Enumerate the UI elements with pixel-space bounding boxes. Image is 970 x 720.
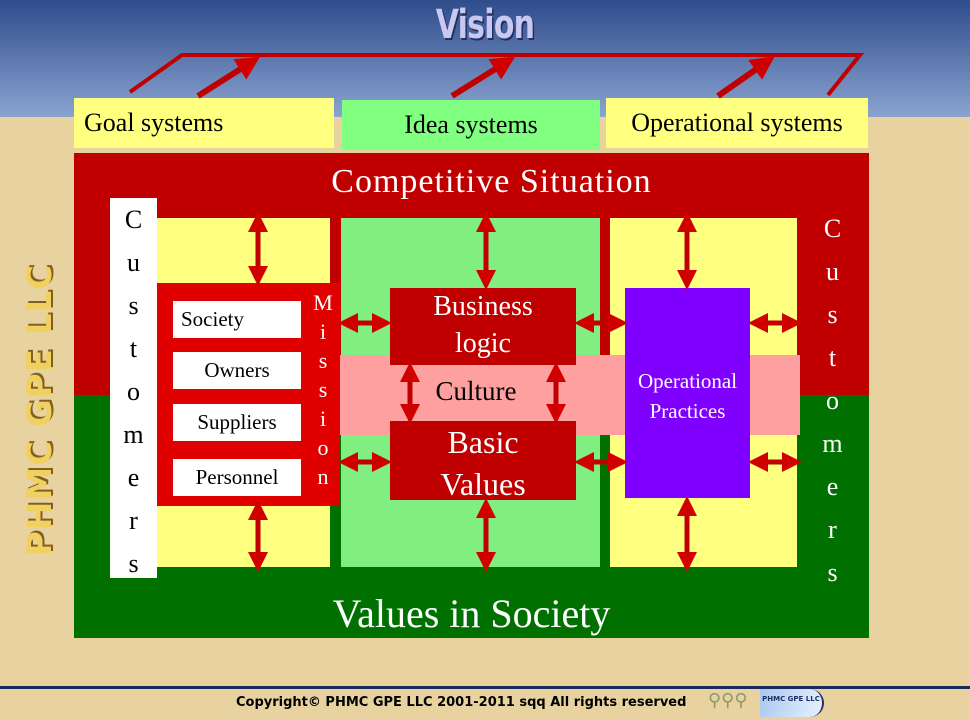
vision-title: Vision [435,2,535,48]
idea-arrow-up [450,56,516,99]
stakeholder-owners: Owners [173,352,301,389]
figures-logo-icon: ⚲⚲⚲ [708,690,748,710]
stakeholder-society: Society [173,301,301,338]
culture-label: Culture [435,376,517,406]
idea-systems: Idea systems [342,100,600,150]
sky-background [0,0,970,117]
goal-arrow-up [196,56,261,99]
goal-systems: Goal systems [74,98,334,148]
footer-divider [0,686,970,689]
operational-systems: Operational systems [606,98,868,148]
company-logo: PHMC GPE LLC [760,689,824,717]
stakeholder-personnel: Personnel [173,459,301,496]
vision-bracket [128,53,865,97]
operational-arrow-up [716,56,775,99]
competitive-situation-label: Competitive Situation [331,163,652,200]
values-in-society-label: Values in Society [332,591,611,636]
stakeholder-suppliers: Suppliers [173,404,301,441]
copyright: Copyright© PHMC GPE LLC 2001-2011 sqq Al… [236,695,687,710]
side-brand: PHMC GPE LLC [20,263,60,557]
